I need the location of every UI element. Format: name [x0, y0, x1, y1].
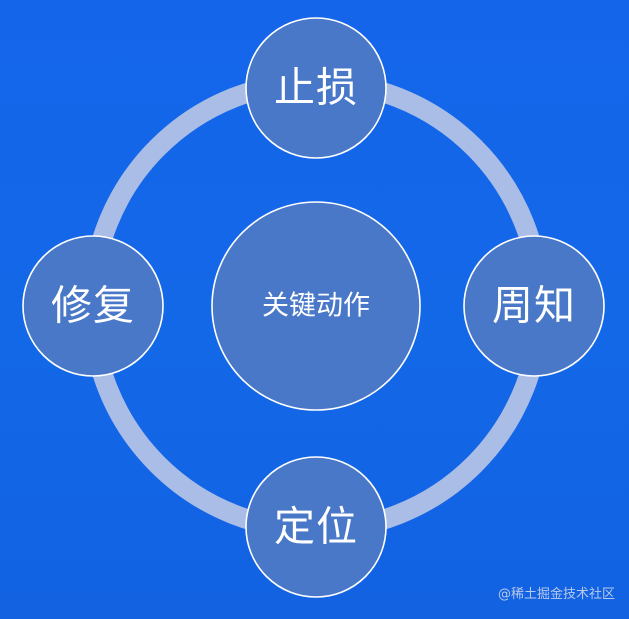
- right-node-circle: [463, 235, 605, 377]
- left-node-label: 修复: [51, 281, 135, 330]
- top-node-label: 止损: [274, 63, 358, 112]
- center-node-circle: [211, 201, 421, 411]
- right-node-label: 周知: [492, 281, 576, 330]
- left-node-circle: [22, 235, 164, 377]
- center-node-label: 关键动作: [262, 290, 370, 322]
- top-node-circle: [245, 17, 387, 159]
- watermark-text: @稀土掘金技术社区: [497, 587, 615, 602]
- bottom-node-circle: [245, 456, 387, 598]
- bottom-node-label: 定位: [274, 502, 358, 551]
